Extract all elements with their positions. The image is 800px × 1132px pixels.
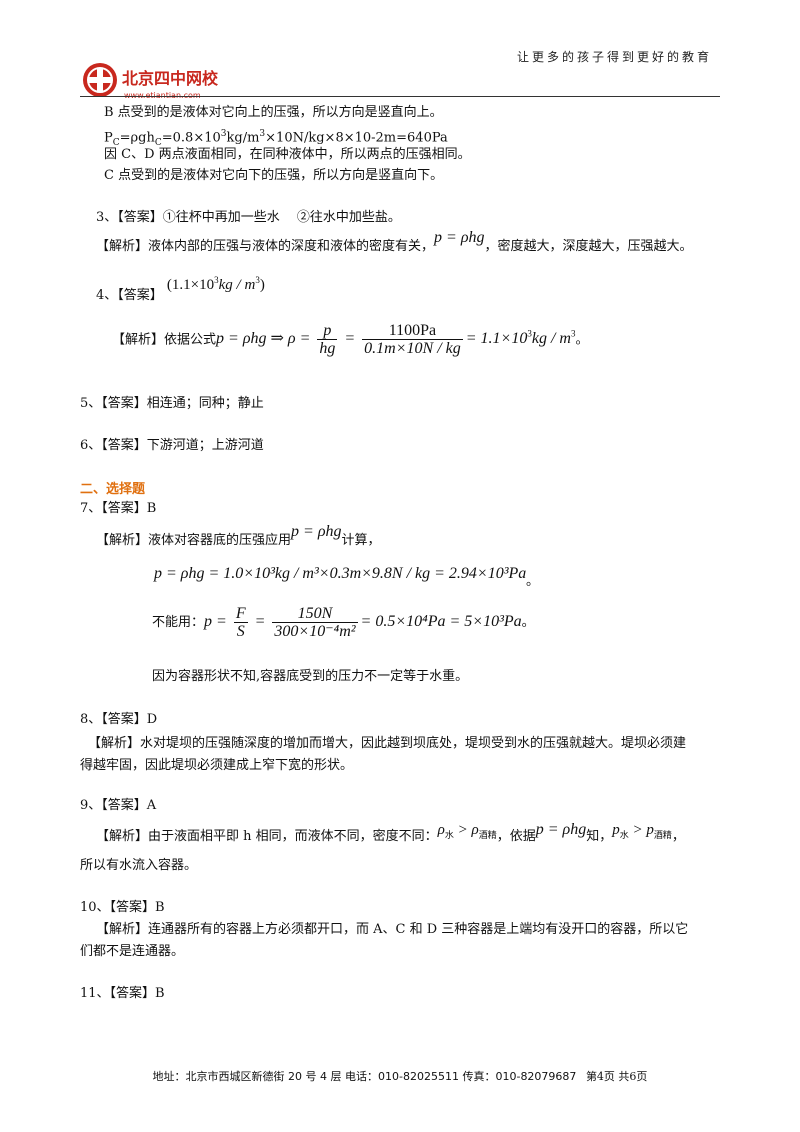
q3-answer: 3、【答案】①往杯中再加一些水 ②往水中加些盐。 xyxy=(96,210,401,225)
q7-answer: 7、【答案】B xyxy=(80,501,157,516)
page-footer: 地址：北京市西城区新德街 20 号 4 层 电话：010-82025511 传真… xyxy=(0,1068,800,1084)
footer-address: 地址：北京市西城区新德街 20 号 4 层 电话：010-82025511 传真… xyxy=(152,1070,577,1083)
q9-analysis: 【解析】由于液面相平即 h 相同，而液体不同，密度不同：ρ水 > ρ酒精，依据p… xyxy=(96,821,685,844)
formula-p-rho-hg: p = ρhg xyxy=(434,229,485,246)
q7-note: 因为容器形状不知,容器底受到的压力不一定等于水重。 xyxy=(152,669,469,684)
pc-formula-line: PC=ρghC=0.8×103kg/m3×10N/kg×8×10-2m=640P… xyxy=(104,129,448,148)
school-logo: 北京四中网校 www.etiantian.com xyxy=(80,58,256,104)
q8-answer: 8、【答案】D xyxy=(80,712,158,727)
q6-answer: 6、【答案】下游河道；上游河道 xyxy=(80,438,264,453)
cd-same-line: 因 C、D 两点液面相同，在同种液体中，所以两点的压强相同。 xyxy=(104,147,471,162)
header-rule xyxy=(80,96,720,97)
q8-analysis-1: 【解析】水对堤坝的压强随深度的增加而增大，因此越到坝底处，堤坝受到水的压强就越大… xyxy=(88,736,687,751)
q7-calculation: p = ρhg = 1.0×10³kg / m³×0.3m×9.8N / kg … xyxy=(154,565,527,582)
q4-answer: 4、【答案】 (1.1×103kg / m3) xyxy=(96,275,265,303)
q10-analysis-2: 们都不是连通器。 xyxy=(80,944,185,959)
q7-analysis: 【解析】液体对容器底的压强应用p = ρhg计算， xyxy=(96,523,381,548)
header-slogan: 让更多的孩子得到更好的教育 xyxy=(516,50,712,64)
c-point-line: C 点受到的是液体对它向下的压强，所以方向是竖直向下。 xyxy=(104,168,444,183)
q9-answer: 9、【答案】A xyxy=(80,798,157,813)
q5-answer: 5、【答案】相连通；同种；静止 xyxy=(80,396,264,411)
q10-analysis-1: 【解析】连通器所有的容器上方必须都开口，而 A、C 和 D 三种容器是上端均有没… xyxy=(96,922,689,937)
logo-url: www.etiantian.com xyxy=(124,91,201,100)
b-point-line: B 点受到的是液体对它向上的压强，所以方向是竖直向上。 xyxy=(104,105,443,120)
q11-answer: 11、【答案】B xyxy=(80,986,165,1001)
q4-value: (1.1×103kg / m3) xyxy=(166,275,265,293)
q10-answer: 10、【答案】B xyxy=(80,900,165,915)
q3-analysis: 【解析】液体内部的压强与液体的深度和液体的密度有关，p = ρhg，密度越大，深… xyxy=(96,229,693,254)
q9-conclusion: 所以有水流入容器。 xyxy=(80,858,198,873)
section-heading-choice: 二、选择题 xyxy=(80,482,146,497)
page-number: 第4页 共6页 xyxy=(585,1070,648,1083)
q8-analysis-2: 得越牢固，因此堤坝必须建成上窄下宽的形状。 xyxy=(80,758,354,773)
logo-text: 北京四中网校 xyxy=(122,69,219,88)
